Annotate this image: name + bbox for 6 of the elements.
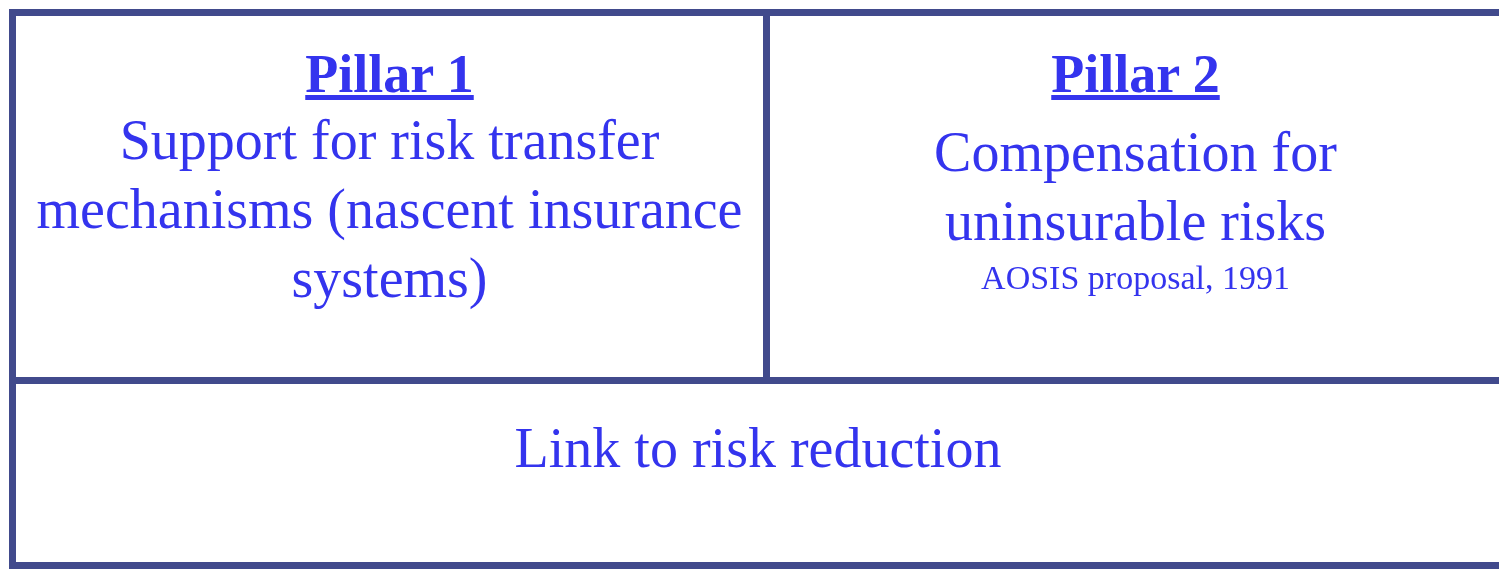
cell-text: Support for risk transfer mechanisms (nascent insurance systems) — [35, 108, 744, 311]
note-text: AOSIS proposal, 1991 — [980, 258, 1291, 298]
cell-text: Compensation for uninsurable risks — [933, 120, 1338, 254]
pillar-heading: Pillar 2 — [1051, 43, 1220, 106]
cell-text: Link to risk reduction — [513, 416, 1003, 481]
pillar-heading: Pillar 1 — [305, 43, 474, 106]
